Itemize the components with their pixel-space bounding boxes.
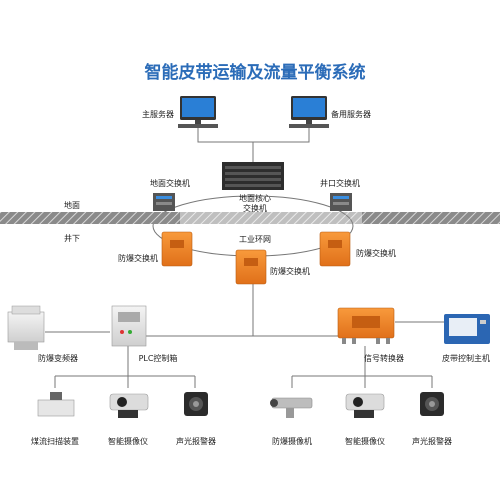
ex-switch-right-icon	[319, 231, 351, 267]
ex-inverter-label: 防爆变频器	[38, 353, 78, 363]
core-switch-icon	[222, 162, 284, 190]
ground-switch-label: 地面交换机	[150, 178, 190, 188]
alarm-1-icon	[184, 392, 208, 416]
ex-switch-left-label: 防爆交换机	[118, 253, 158, 263]
shaft-switch-icon	[330, 193, 352, 211]
smart-camera-1-icon	[109, 393, 149, 418]
signal-converter-icon	[337, 307, 395, 344]
ground-layer	[0, 212, 500, 224]
smart-camera-1-label: 智能摄像仪	[108, 436, 148, 446]
ex-switch-center-label: 防爆交换机	[270, 266, 310, 276]
ex-switch-center-icon	[235, 249, 267, 285]
backup-server-label: 备用服务器	[331, 109, 371, 119]
smart-camera-2-label: 智能摄像仪	[345, 436, 385, 446]
main-server-icon	[178, 96, 218, 128]
smart-camera-2-icon	[345, 393, 385, 418]
alarm-2-label: 声光报警器	[412, 436, 452, 446]
plc-box-icon	[111, 305, 147, 347]
core-switch-label-line1: 地面核心	[239, 193, 271, 203]
plc-box-label: PLC控制箱	[139, 353, 178, 363]
diagram-title: 智能皮带运输及流量平衡系统	[145, 62, 366, 83]
signal-converter-label: 信号转换器	[364, 353, 404, 363]
coal-scanner-label: 煤流扫描装置	[31, 436, 79, 446]
belt-host-icon	[444, 314, 490, 344]
ground-label: 地面	[64, 200, 80, 210]
alarm-2-icon	[420, 392, 444, 416]
backup-server-icon	[289, 96, 329, 128]
ground-switch-icon	[153, 193, 175, 211]
underground-label: 井下	[64, 233, 80, 243]
ex-camera-label: 防爆摄像机	[272, 436, 312, 446]
main-server-label: 主服务器	[142, 109, 174, 119]
core-switch-label-line2: 交换机	[243, 203, 267, 213]
coal-scanner-icon	[37, 392, 75, 417]
alarm-1-label: 声光报警器	[176, 436, 216, 446]
industrial-ring-label: 工业环网	[239, 234, 271, 244]
ex-camera-icon	[270, 397, 313, 418]
shaft-switch-label: 井口交换机	[320, 178, 360, 188]
belt-host-label: 皮带控制主机	[442, 353, 490, 363]
ex-switch-right-label: 防爆交换机	[356, 248, 396, 258]
ex-switch-left-icon	[161, 231, 193, 267]
ex-inverter-icon	[7, 305, 45, 350]
